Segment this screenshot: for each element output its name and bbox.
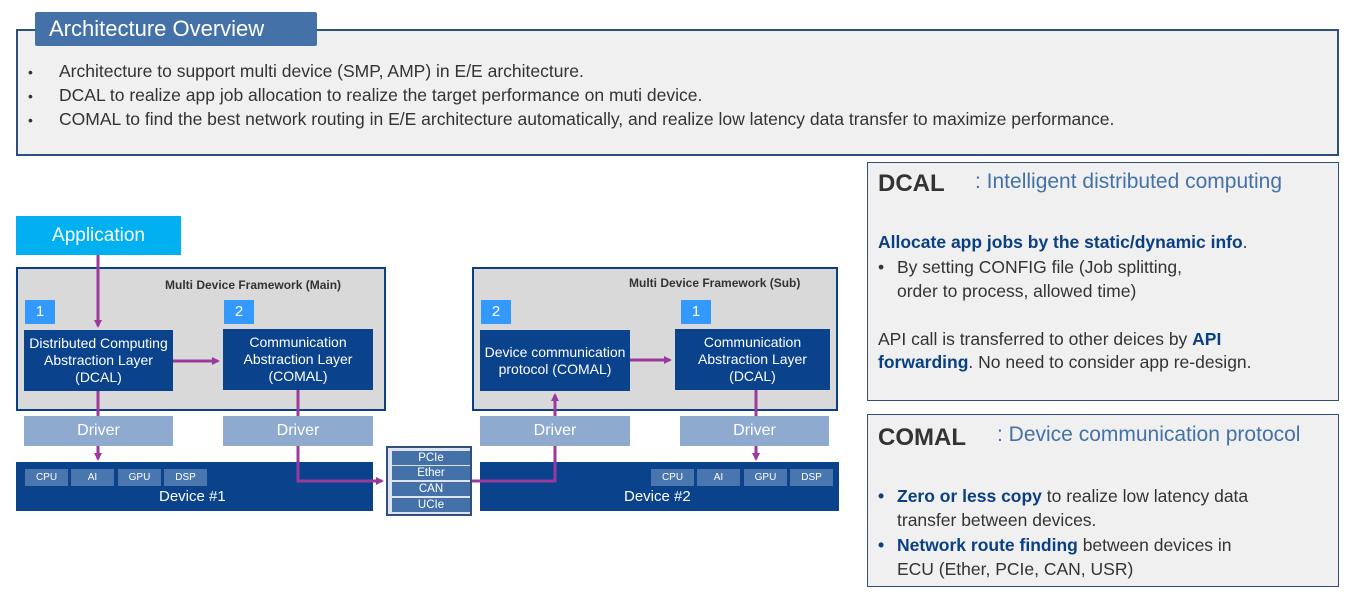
layer-number-badge: 1 — [681, 300, 711, 324]
layer-number-badge: 2 — [481, 300, 511, 324]
dcal-subtitle: : Intelligent distributed computing — [975, 170, 1283, 193]
comal-bullet-line2: transfer between devices. — [897, 510, 1097, 530]
interface-ether: Ether — [392, 466, 470, 480]
comal-bullet-text: between devices in — [1077, 535, 1232, 555]
dcal-lead: Allocate app jobs by the static/dynamic … — [878, 231, 1248, 254]
chip-cpu: CPU — [651, 469, 694, 486]
overview-item-text: DCAL to realize app job allocation to re… — [59, 85, 703, 105]
dcal-layer-main: Distributed Computing Abstraction Layer … — [24, 330, 173, 391]
bullet-icon: • — [28, 64, 33, 80]
dcal-api-bold1: API — [1192, 329, 1222, 349]
bullet-icon: • — [28, 112, 33, 128]
chip-dsp: DSP — [164, 469, 207, 486]
layer-number-badge: 2 — [224, 300, 254, 324]
chip-gpu: GPU — [744, 469, 787, 486]
dcal-api-text2: . No need to consider app re-design. — [968, 352, 1252, 372]
driver-block: Driver — [223, 416, 373, 446]
dcal-layer-sub: Communication Abstraction Layer (DCAL) — [675, 329, 830, 390]
comal-bullet-bold: Zero or less copy — [897, 486, 1042, 506]
dcal-heading: DCAL — [878, 170, 945, 197]
overview-item-text: Architecture to support multi device (SM… — [59, 61, 584, 81]
application-block: Application — [16, 216, 181, 255]
interface-ucie: UCIe — [392, 498, 470, 512]
bullet-icon: • — [878, 257, 885, 277]
comal-bullet-text: to realize low latency data — [1041, 486, 1249, 506]
overview-item: • DCAL to realize app job allocation to r… — [28, 85, 702, 106]
overview-item: • Architecture to support multi device (S… — [28, 61, 584, 82]
device-2-label: Device #2 — [624, 488, 691, 505]
comal-subtitle: : Device communication protocol — [997, 423, 1301, 446]
chip-ai: AI — [71, 469, 114, 486]
bullet-icon: • — [28, 88, 33, 104]
driver-block: Driver — [24, 416, 173, 446]
overview-panel — [16, 29, 1339, 156]
comal-bullet-bold: Network route finding — [897, 535, 1078, 555]
dcal-api-line1: API call is transferred to other deices … — [878, 328, 1221, 351]
chip-gpu: GPU — [118, 469, 161, 486]
sub-framework-title: Multi Device Framework (Sub) — [629, 276, 801, 290]
overview-item: • COMAL to find the best network routing … — [28, 109, 1114, 130]
dcal-api-text1: API call is transferred to other deices … — [878, 329, 1193, 349]
dcal-panel — [867, 162, 1339, 401]
chip-dsp: DSP — [790, 469, 833, 486]
dcal-api-bold2: forwarding — [878, 352, 969, 372]
overview-item-text: COMAL to find the best network routing i… — [59, 109, 1115, 129]
comal-layer-main: Communication Abstraction Layer (COMAL) — [223, 329, 373, 390]
comal-bullet-line2: ECU (Ether, PCIe, CAN, USR) — [897, 559, 1134, 579]
chip-cpu: CPU — [25, 469, 68, 486]
driver-block: Driver — [480, 416, 630, 446]
driver-block: Driver — [680, 416, 829, 446]
interface-can: CAN — [392, 482, 470, 496]
comal-bullet: • Zero or less copy to realize low latenc… — [878, 485, 1248, 508]
comal-panel — [867, 414, 1339, 587]
device-1-label: Device #1 — [159, 488, 226, 505]
dcal-bullet-line1: By setting CONFIG file (Job splitting, — [897, 257, 1182, 277]
interface-pcie: PCIe — [392, 451, 470, 465]
layer-number-badge: 1 — [25, 300, 55, 324]
comal-layer-sub: Device communication protocol (COMAL) — [480, 330, 630, 391]
comal-bullet: • Network route finding between devices i… — [878, 534, 1232, 557]
dcal-lead-bold: Allocate app jobs by the static/dynamic … — [878, 232, 1243, 252]
comal-heading: COMAL — [878, 424, 966, 451]
overview-title: Architecture Overview — [35, 12, 317, 46]
chip-ai: AI — [697, 469, 740, 486]
dcal-lead-end: . — [1242, 232, 1248, 252]
dcal-bullet-line2: order to process, allowed time) — [897, 281, 1137, 301]
bullet-icon: • — [878, 535, 885, 555]
main-framework-title: Multi Device Framework (Main) — [165, 278, 342, 292]
bullet-icon: • — [878, 486, 885, 506]
dcal-api-line2: forwarding. No need to consider app re-d… — [878, 351, 1252, 374]
dcal-bullet: • By setting CONFIG file (Job splitting, — [878, 256, 1182, 279]
